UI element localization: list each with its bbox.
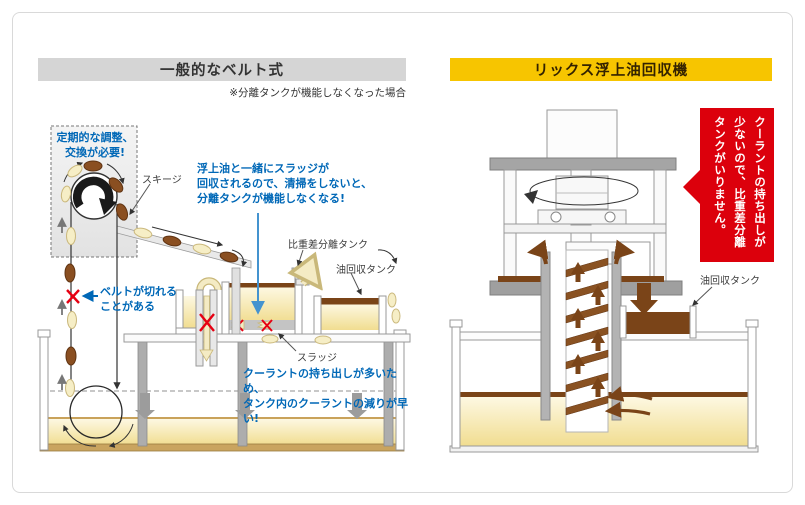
coolant-level-drop-arrows (135, 393, 367, 419)
sludge-label: スラッジ (297, 353, 337, 364)
rotation-ellipse-arrowhead (524, 190, 538, 204)
separation-tank-label: 比重差分離タンク (288, 240, 368, 251)
belt (63, 161, 134, 448)
oil-transfer-arrows (261, 249, 401, 345)
no-separation-tank-bubble: クーラントの持ち出しが少ないので、比重差分離タンクがいりません。 (683, 108, 774, 262)
belt-break-callout: ベルトが切れる ことがある (100, 285, 177, 313)
right-section-header: リックス浮上油回収機 (450, 58, 772, 81)
belt-break-x-mark (66, 289, 80, 304)
oil-recovery-tank-left (313, 295, 387, 335)
blocked-x-mark (199, 313, 215, 332)
top-plate (489, 157, 677, 171)
left-section-note: ※分離タンクが機能しなくなった場合 (229, 87, 406, 99)
base-plate-left (489, 280, 549, 296)
maintenance-callout: 定期的な調整、 交換が必要! (56, 131, 134, 159)
oil-tank-label-right: 油回収タンク (700, 276, 760, 287)
bubble-text: クーラントの持ち出しが少ないので、比重差分離タンクがいりません。 (713, 116, 767, 248)
motor (546, 109, 618, 159)
discharge-chute (116, 225, 252, 335)
tank-cover-left (459, 331, 543, 341)
oil-tank-label-left: 油回収タンク (336, 265, 396, 276)
machine-coolant-tank (37, 329, 407, 452)
squeegee-label: スキージ (142, 175, 182, 186)
label-pointers (129, 183, 362, 352)
rotation-ellipse (529, 176, 639, 206)
oil-blobs (60, 160, 129, 397)
lower-pulley (69, 385, 123, 439)
screw-conveyor (527, 239, 635, 433)
left-section-header: 一般的なベルト式 (38, 58, 406, 81)
overflow-tank (175, 289, 198, 335)
oil-lift-arrows (571, 262, 605, 397)
oil-tank-pointer (692, 286, 713, 306)
rotation-arrow-head (99, 198, 117, 215)
rix-skimmer-diagram (449, 109, 759, 453)
sludge-recovery-callout: 浮上油と一緒にスラッジが 回収されるので、清掃をしないと、 分離タンクが機能しな… (197, 162, 373, 205)
right-section-title: リックス浮上油回収機 (533, 63, 689, 79)
oil-intake-arrows (604, 386, 653, 418)
belt-skimmer-diagram (37, 125, 411, 452)
oil-recovery-tank-right (619, 305, 697, 339)
bubble-tail (683, 170, 700, 204)
rotation-arrow (72, 176, 114, 209)
guide-rail-left (540, 251, 551, 421)
coolant-loss-callout: クーラントの持ち出しが多いため、 タンク内のクーラントの減りが早い! (243, 367, 408, 425)
oil-discharge (619, 283, 697, 339)
down-pipe-blocked (195, 277, 222, 367)
left-section-title: 一般的なベルト式 (160, 63, 284, 79)
